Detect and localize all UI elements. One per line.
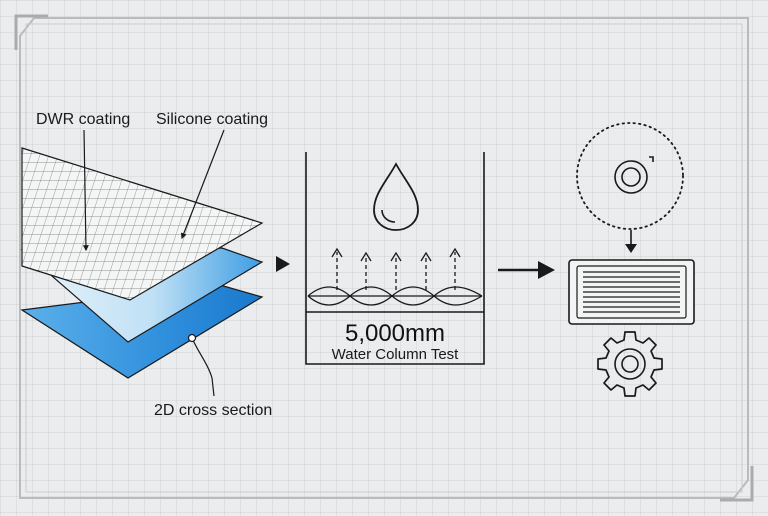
test-name: Water Column Test — [332, 346, 460, 363]
mesh-layer — [21, 147, 264, 301]
arrow-right-icon — [498, 261, 555, 279]
test-value: 5,000mm — [345, 320, 445, 347]
test-container — [305, 152, 485, 365]
fabric-waves — [307, 286, 483, 306]
pressure-arrows — [331, 247, 461, 290]
water-drop-icon — [373, 162, 419, 231]
water-column-test: 5,000mm Water Column Test — [305, 152, 485, 365]
vent-grille-icon — [568, 259, 695, 325]
dotted-circle — [576, 122, 684, 230]
arrow-right-icon — [276, 256, 290, 272]
dwr-callout-line — [82, 129, 89, 252]
cross-section-dot — [187, 333, 197, 343]
silicone-callout-line — [180, 129, 225, 240]
product-features — [568, 122, 695, 397]
silicone-coating-label: Silicone coating — [156, 111, 268, 128]
gear-icon — [597, 331, 663, 397]
fabric-layers — [20, 147, 264, 379]
cross-section-label: 2D cross section — [154, 402, 272, 419]
dwr-coating-label: DWR coating — [36, 111, 130, 128]
arrow-down-icon — [625, 230, 637, 253]
callouts: DWR coating Silicone coating 2D cross se… — [36, 111, 272, 419]
cross-section-callout-line — [191, 337, 215, 397]
camera-lens-icon — [614, 156, 654, 194]
